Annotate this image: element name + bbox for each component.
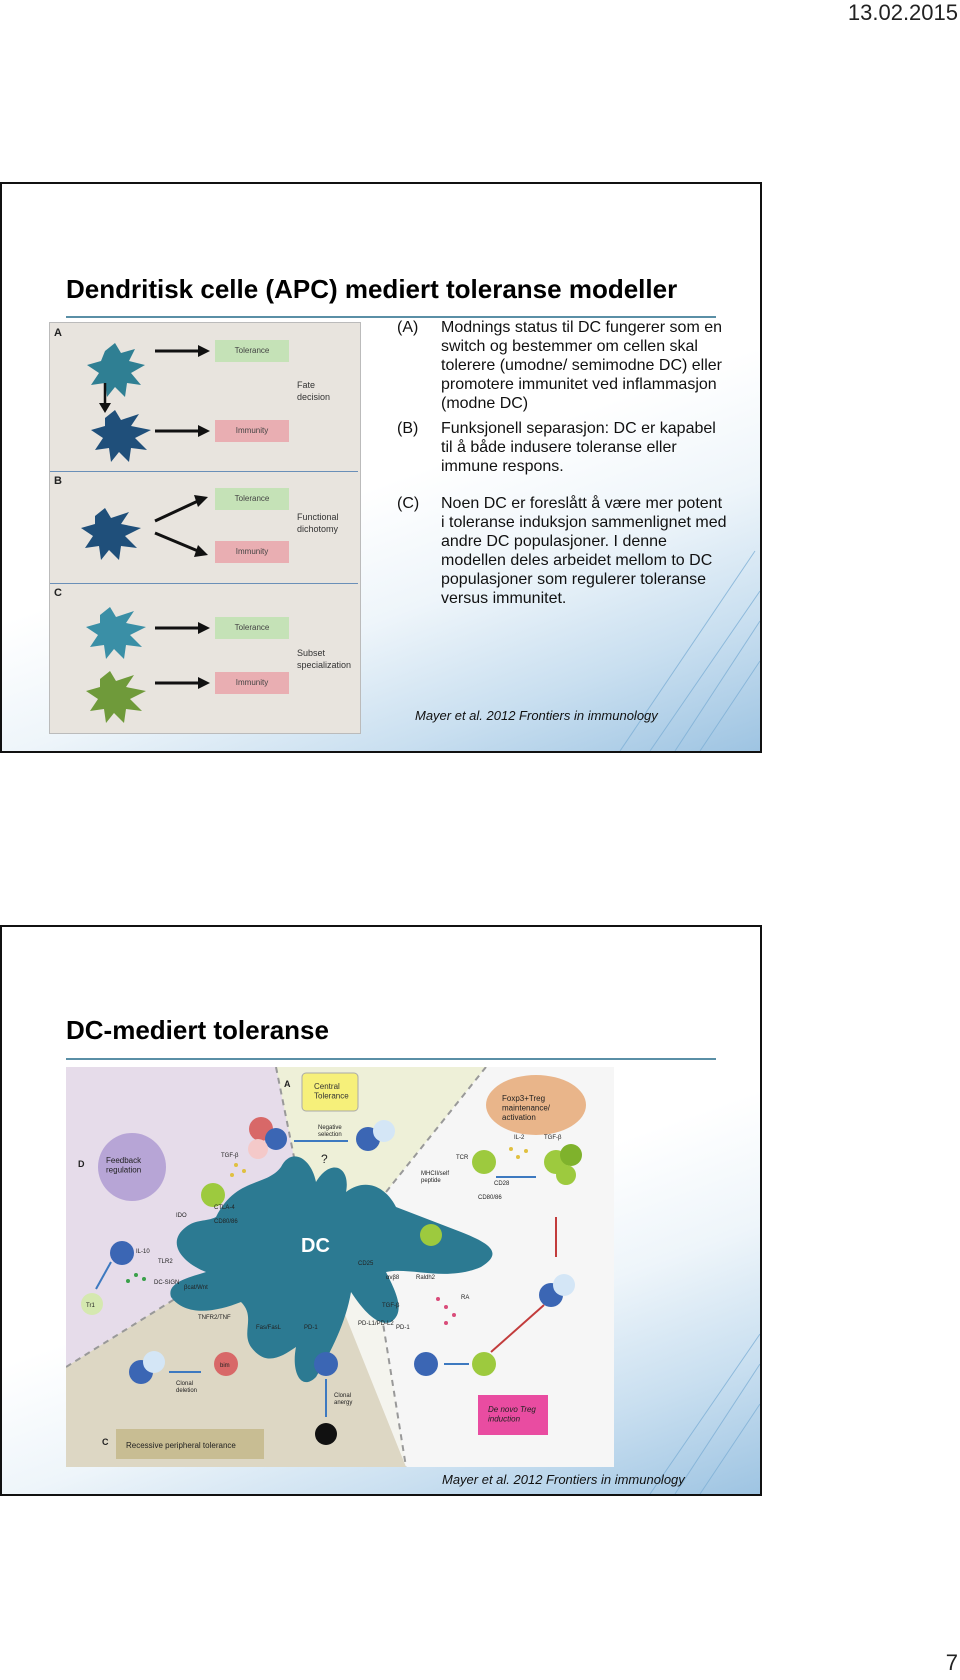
fas-label: Fas/FasL <box>256 1325 282 1331</box>
denovo-treg-box <box>478 1395 548 1435</box>
model-list: (A) Modnings status til DC fungerer som … <box>397 318 727 614</box>
tolerance-tag: Tolerance <box>215 617 289 639</box>
dc-label: DC <box>301 1235 330 1257</box>
bim-label: bim <box>220 1363 230 1369</box>
figure-panel-b: B Tolerance Immunity Functional dichotom… <box>50 471 358 584</box>
cd25-label: CD25 <box>358 1261 374 1267</box>
tr1-label: Tr1 <box>86 1303 95 1309</box>
citation: Mayer et al. 2012 Frontiers in immunolog… <box>415 708 658 723</box>
bcat-label: βcat/Wnt <box>184 1285 208 1291</box>
item-marker: (C) <box>397 495 420 512</box>
immature-dc-shape <box>87 343 145 397</box>
item-marker: (B) <box>397 420 419 437</box>
tcr-label: TCR <box>456 1155 469 1161</box>
model-figure: A Tolerance Immunity Fate decision <box>49 322 361 734</box>
panel-letter: A <box>54 327 62 339</box>
pd1-label: PD-1 <box>396 1325 410 1331</box>
panel-a-drawing <box>87 343 210 462</box>
figure-panel-a: A Tolerance Immunity Fate decision <box>50 323 358 472</box>
dc-subset-1-shape <box>86 607 146 659</box>
list-item: (A) Modnings status til DC fungerer som … <box>397 318 727 413</box>
tgfb-label-2: TGF-β <box>544 1135 562 1141</box>
tnfr2-label: TNFR2/TNF <box>198 1315 231 1321</box>
ido-label: IDO <box>176 1213 187 1219</box>
list-item: (C) Noen DC er foreslått å være mer pote… <box>397 494 727 608</box>
immunity-tag: Immunity <box>215 672 289 694</box>
slide-1: Dendritisk celle (APC) mediert toleranse… <box>0 182 762 753</box>
panel-c-drawing <box>86 607 210 723</box>
region-letter-a: A <box>284 1079 291 1089</box>
dc-subset-2-shape <box>86 671 146 723</box>
il10-label: IL-10 <box>136 1249 150 1255</box>
cd80-86-label: CD80/86 <box>478 1195 502 1201</box>
recessive-label: Recessive peripheral tolerance <box>126 1441 236 1450</box>
functional-dichotomy-label: Functional dichotomy <box>297 512 339 534</box>
pdl-label: PD-L1/PD-L2 <box>358 1321 394 1327</box>
question-mark: ? <box>321 1152 328 1166</box>
tolerance-tag: Tolerance <box>215 488 289 510</box>
tolerance-tag: Tolerance <box>215 340 289 362</box>
item-text: Noen DC er foreslått å være mer potent i… <box>441 495 727 607</box>
region-letter-c: C <box>102 1437 109 1447</box>
pd1-label-2: PD-1 <box>304 1325 318 1331</box>
decorative-lines <box>649 1333 760 1494</box>
title-divider <box>66 316 716 318</box>
immunity-tag: Immunity <box>215 420 289 442</box>
page-number: 7 <box>945 1650 958 1675</box>
central-tolerance-box <box>301 1072 359 1112</box>
arrows <box>95 1140 536 1417</box>
ra-label: RA <box>461 1295 469 1301</box>
il2-label: IL-2 <box>514 1135 525 1141</box>
subset-specialization-label: Subset specialization <box>297 648 352 670</box>
recessive-tolerance-box <box>116 1429 264 1459</box>
a4b8-label: αvβ8 <box>386 1275 400 1281</box>
t-cells <box>81 1117 582 1445</box>
ctla4-label: CTLA-4 <box>214 1205 235 1211</box>
item-text: Modnings status til DC fungerer som en s… <box>441 319 723 412</box>
figure-panel-c: C Tolerance Immunity Subset specializati… <box>50 583 358 733</box>
item-text: Funksjonell separasjon: DC er kapabel ti… <box>441 420 716 475</box>
slide-title: DC-mediert toleranse <box>66 1015 329 1045</box>
dc-shape <box>81 508 141 560</box>
panel-letter: B <box>54 475 62 487</box>
tlr2-label: TLR2 <box>158 1259 173 1265</box>
cytokine-dots <box>126 1147 528 1325</box>
foxp3-treg-oval <box>486 1075 586 1135</box>
mature-dc-shape <box>91 410 151 462</box>
dcsign-label: DC-SIGN <box>154 1280 179 1286</box>
header-date: 13.02.2015 <box>847 0 958 25</box>
item-marker: (A) <box>397 319 419 336</box>
red-arrows <box>490 1217 557 1353</box>
cd80-86-label-2: CD80/86 <box>214 1219 238 1225</box>
slide-2: DC-mediert toleranse DC A B C D CentralT… <box>0 925 762 1496</box>
tgfb-label-3: TGF-β <box>382 1303 400 1309</box>
slide-title: Dendritisk celle (APC) mediert toleranse… <box>66 274 678 304</box>
list-item: (B) Funksjonell separasjon: DC er kapabe… <box>397 419 727 476</box>
citation: Mayer et al. 2012 Frontiers in immunolog… <box>442 1472 685 1487</box>
feedback-circle <box>98 1133 166 1201</box>
raldh2-label: Raldh2 <box>416 1275 436 1281</box>
tgfb-label: TGF-β <box>221 1153 239 1159</box>
region-letter-d: D <box>78 1159 85 1169</box>
dc-body <box>170 1156 493 1383</box>
panel-b-drawing <box>81 495 208 560</box>
immunity-tag: Immunity <box>215 541 289 563</box>
decorative-lines <box>619 550 760 751</box>
cd28-label: CD28 <box>494 1181 510 1187</box>
fate-decision-label: Fate decision <box>297 380 331 402</box>
panel-letter: C <box>54 587 62 599</box>
title-divider <box>66 1058 716 1060</box>
